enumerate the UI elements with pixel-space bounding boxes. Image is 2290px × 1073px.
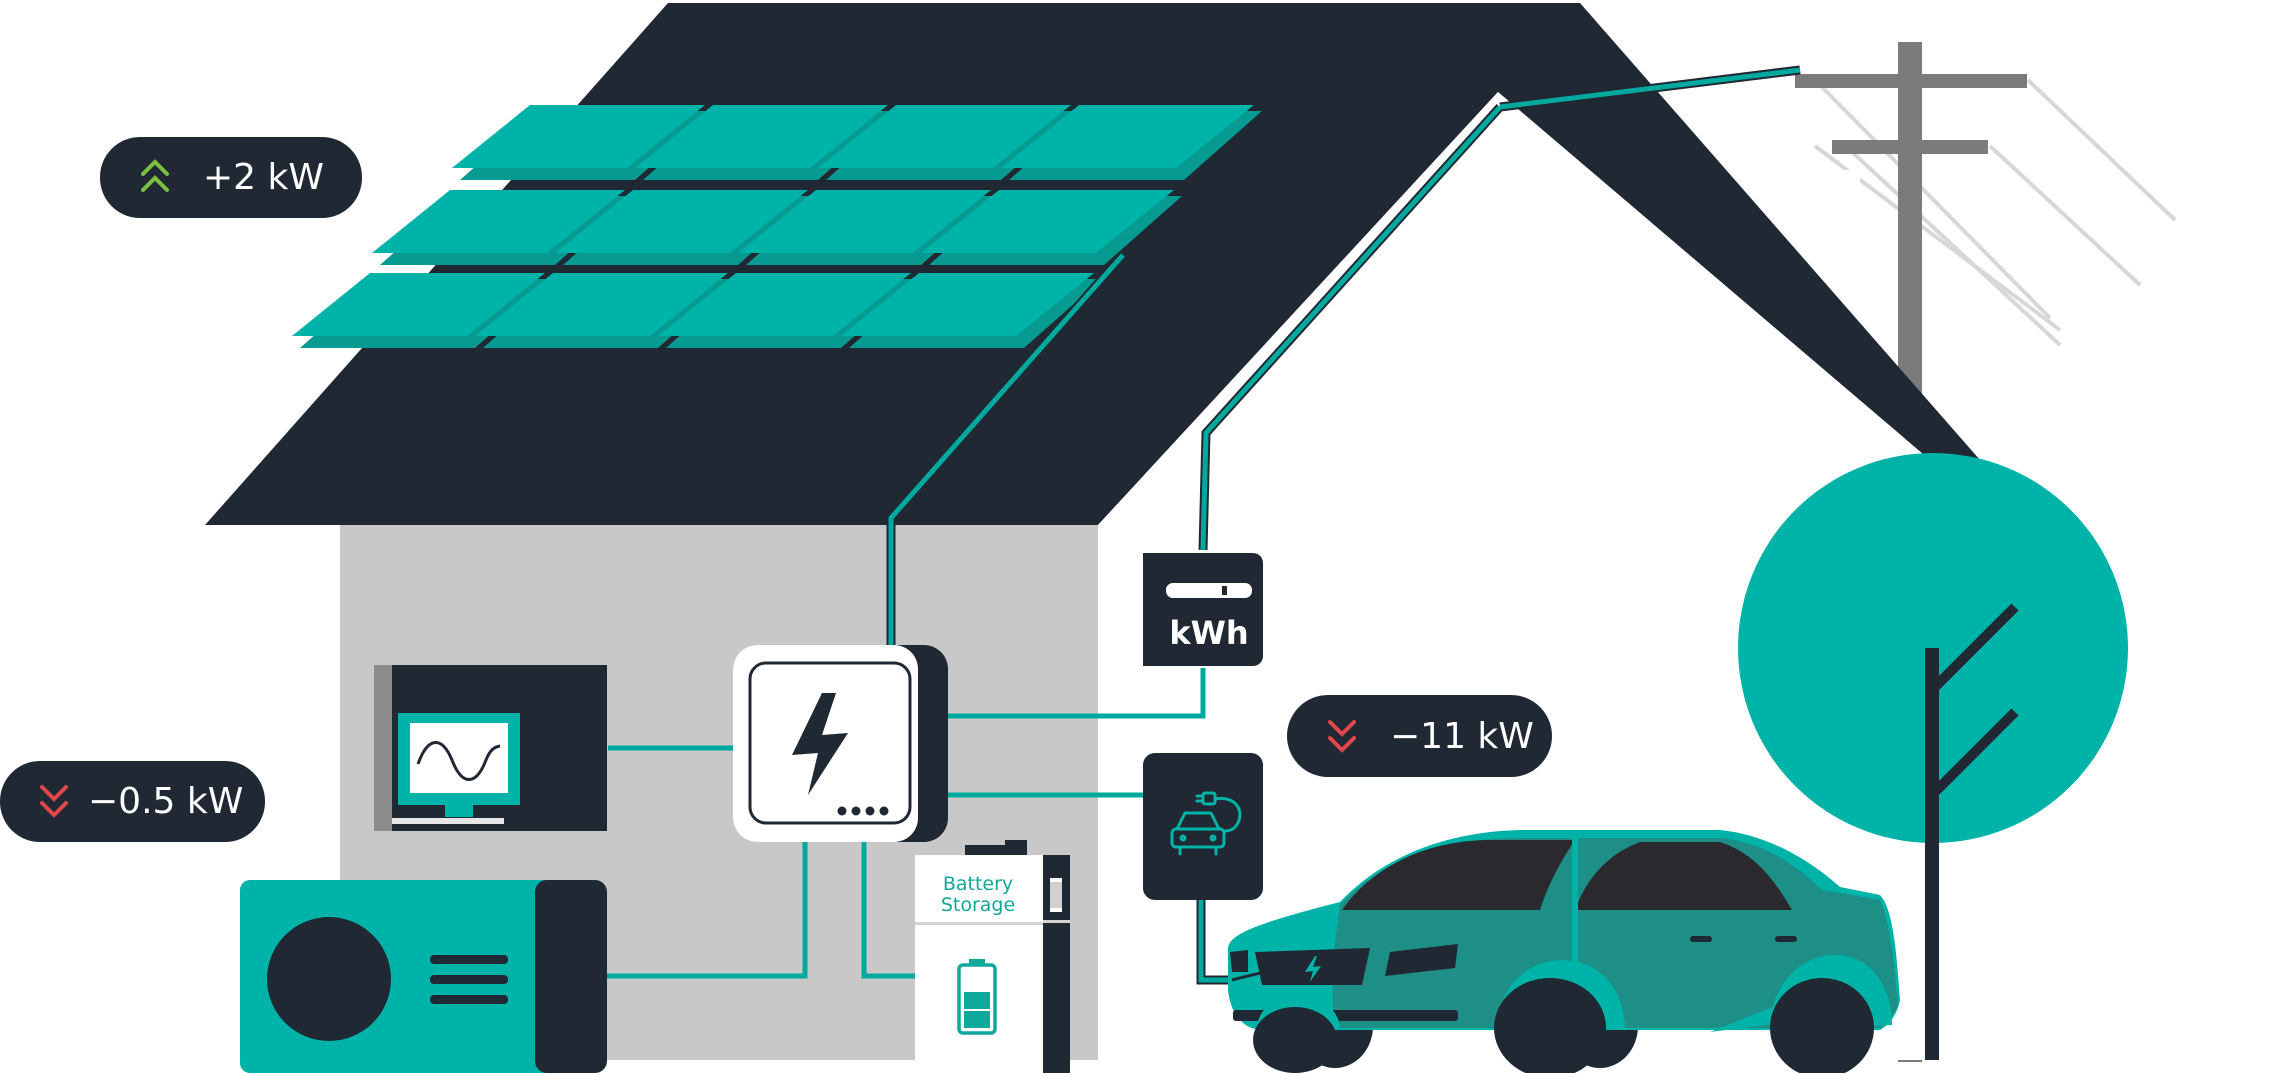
car-lightning-bolt-icon	[1305, 956, 1321, 982]
solar-panel	[292, 273, 545, 336]
battery-icon	[957, 959, 997, 1035]
ev-consumption-value: −11 kW	[1390, 716, 1534, 757]
solar-output-value: +2 kW	[203, 157, 324, 198]
heat-pump	[240, 880, 607, 1073]
wires	[565, 65, 1801, 985]
solar-panels	[292, 105, 1262, 348]
kwh-meter-label: kWh	[1169, 614, 1248, 652]
solar-panel	[635, 105, 888, 168]
solar-panel	[1001, 105, 1254, 168]
battery-label-line1: Battery	[943, 873, 1013, 895]
ev-charger	[1143, 753, 1263, 900]
double-chevron-down-icon	[1328, 720, 1356, 753]
electric-car	[1228, 830, 1900, 1073]
heatpump-consumption-badge: −0.5 kW	[0, 761, 265, 842]
solar-panel	[555, 190, 808, 253]
battery-storage: Battery Storage	[915, 840, 1070, 1073]
solar-panel	[452, 105, 705, 168]
monitor	[374, 665, 607, 831]
solar-output-badge: +2 kW	[100, 137, 362, 218]
ev-charger-icon	[1170, 791, 1242, 856]
lightning-bolt-icon	[792, 693, 848, 795]
solar-panel	[818, 105, 1071, 168]
solar-panel	[372, 190, 625, 253]
heatpump-consumption-value: −0.5 kW	[88, 781, 243, 822]
tree	[1738, 453, 2128, 1060]
double-chevron-up-icon	[141, 159, 169, 192]
battery-label-line2: Storage	[941, 894, 1015, 916]
ev-consumption-badge: −11 kW	[1287, 695, 1552, 777]
solar-panel	[738, 190, 991, 253]
inverter	[733, 645, 948, 842]
kwh-meter: kWh	[1143, 553, 1263, 666]
solar-panel	[921, 190, 1174, 253]
house-gable	[1098, 92, 1930, 1060]
solar-panel	[658, 273, 911, 336]
power-lines	[1813, 78, 2177, 347]
fan-icon	[267, 917, 391, 1041]
solar-panel	[841, 273, 1094, 336]
double-chevron-down-icon	[40, 785, 68, 818]
solar-panel	[475, 273, 728, 336]
sine-wave-icon	[416, 741, 501, 781]
